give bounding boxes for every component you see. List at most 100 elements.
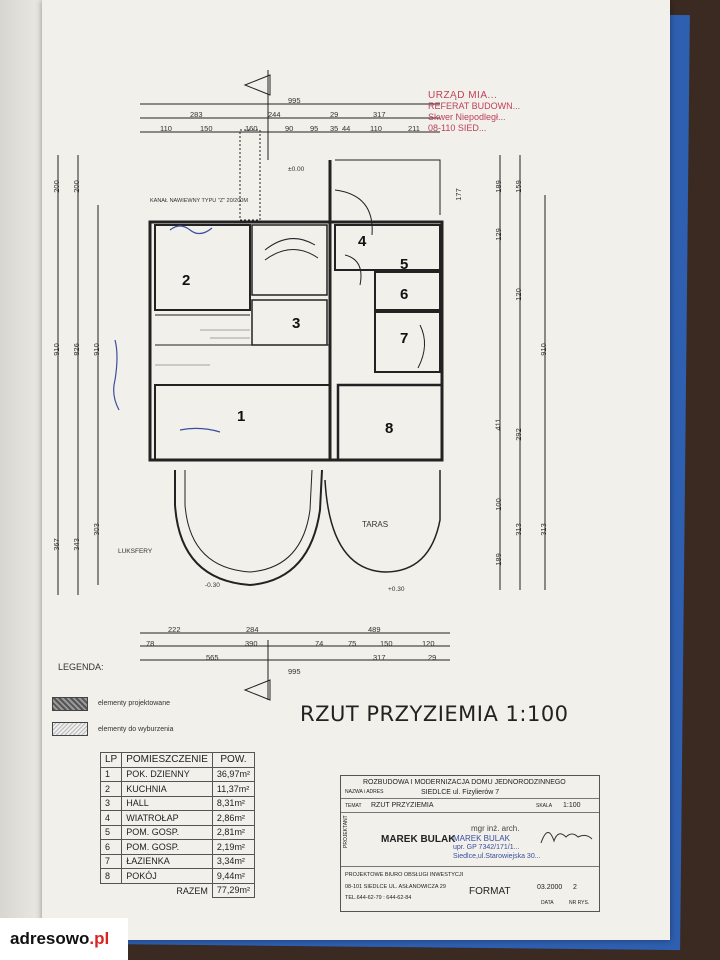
office-address: 08-101 SIEDLCE UL. ASŁANOWICZA 29 <box>345 884 446 890</box>
dimension: 200 <box>71 180 81 193</box>
dimension: 95 <box>310 124 319 133</box>
page-edge <box>0 0 48 960</box>
dimension: 120 <box>422 639 435 648</box>
dimension: 35 <box>330 124 339 133</box>
stamp-line: Skwer Niepodległ... <box>428 112 506 122</box>
stamp-perm: upr. GP 7342/171/1... <box>453 844 520 851</box>
project-line: ROZBUDOWA I MODERNIZACJA DOMU JEDNORODZI… <box>363 779 566 786</box>
dimension: 110 <box>160 124 172 133</box>
stamp-line: REFERAT BUDOWN... <box>428 101 521 111</box>
dimension: 29 <box>330 110 339 119</box>
scale-label: SKALA <box>536 803 553 809</box>
dimension: 390 <box>245 639 258 648</box>
table-cell: 2,81m² <box>211 824 255 840</box>
table-cell: WIATROŁAP <box>121 810 213 826</box>
dimension: 29 <box>428 653 437 662</box>
dimension: 313 <box>538 523 548 536</box>
table-cell: ŁAZIENKA <box>121 853 213 869</box>
dimension: 910 <box>538 343 548 356</box>
dimension: 313 <box>513 523 523 536</box>
table-cell: 9,44m² <box>211 868 255 884</box>
table-cell: 2,19m² <box>211 839 255 855</box>
table-header: LP <box>99 752 123 768</box>
dimension: 110 <box>370 124 382 133</box>
table-cell: 8,31m² <box>211 795 255 811</box>
dimension: 78 <box>146 639 155 648</box>
watermark-text: adresowo <box>10 929 90 948</box>
dimension: 565 <box>206 653 219 662</box>
legend-item: elementy projektowane <box>98 700 170 707</box>
stamp-addr: Siedlce,ul.Starowiejska 30... <box>453 853 541 860</box>
total-value: 77,29m² <box>211 882 255 898</box>
luksfery-label: LUKSFERY <box>118 548 153 555</box>
terrace-label: TARAS <box>362 520 389 529</box>
dimension: 150 <box>380 639 393 648</box>
stamp-name: MAREK BULAK <box>453 834 510 843</box>
dimension: 211 <box>408 124 420 133</box>
dimension: 159 <box>513 180 523 193</box>
watermark-suffix: .pl <box>89 929 110 948</box>
dimension: 284 <box>246 625 259 634</box>
dimension: 317 <box>373 653 386 662</box>
table-header: POMIESZCZENIE <box>121 752 213 768</box>
dimension: 189 <box>493 180 503 193</box>
signature <box>540 832 593 844</box>
total-label: RAZEM <box>176 885 208 896</box>
dimension: 343 <box>71 538 81 551</box>
designer-title: mgr inż. arch. <box>471 824 520 833</box>
dimension: 489 <box>368 625 381 634</box>
dimension: 367 <box>51 538 61 551</box>
table-cell: 2,86m² <box>211 810 255 826</box>
table-cell: 4 <box>99 810 123 826</box>
room-number: 5 <box>400 256 409 273</box>
room-number: 7 <box>400 330 409 347</box>
dimension: 995 <box>288 667 301 676</box>
drawing-title: RZUT PRZYZIEMIA 1:100 <box>300 702 569 726</box>
dimension: 411 <box>493 418 503 431</box>
table-cell: 3,34m² <box>211 853 255 869</box>
title-block: ROZBUDOWA I MODERNIZACJA DOMU JEDNORODZI… <box>340 775 600 912</box>
level-label: ±0.00 <box>288 166 305 173</box>
dimension: 244 <box>268 110 281 119</box>
room-number: 3 <box>292 315 301 332</box>
dimension: 303 <box>91 523 101 536</box>
table-cell: 11,37m² <box>211 781 255 797</box>
dimension: 283 <box>190 110 203 119</box>
table-cell: 1 <box>99 766 123 782</box>
dimension: 120 <box>513 288 523 301</box>
level-label: +0.30 <box>388 586 405 593</box>
designer-label: PROJEKTANT <box>343 815 349 848</box>
subject: RZUT PRZYZIEMIA <box>371 802 434 809</box>
table-cell: POKÓJ <box>121 868 213 884</box>
outer-wall <box>148 220 444 462</box>
drawing-number: 2 <box>573 884 577 891</box>
date-label: DATA <box>541 900 554 906</box>
table-header: POW. <box>211 752 255 768</box>
dimension: 292 <box>513 428 523 441</box>
dimension: 160 <box>245 124 258 133</box>
legend-label: LEGENDA: <box>58 662 104 672</box>
designer: MAREK BULAK <box>381 834 456 845</box>
name-label: NAZWA i ADRES <box>345 789 384 795</box>
date: 03.2000 <box>537 884 563 891</box>
table-cell: 36,97m² <box>211 766 255 782</box>
level-label: -0.30 <box>205 582 220 589</box>
dimension: 75 <box>348 639 357 648</box>
room-number: 4 <box>358 233 367 250</box>
table-cell: 8 <box>99 868 123 884</box>
dimension: 177 <box>453 188 463 201</box>
room-number: 8 <box>385 420 394 437</box>
dimension: 826 <box>71 343 81 356</box>
dimension: 222 <box>168 625 181 634</box>
table-cell: HALL <box>121 795 213 811</box>
room-number: 1 <box>237 408 246 425</box>
table-cell: 6 <box>99 839 123 855</box>
